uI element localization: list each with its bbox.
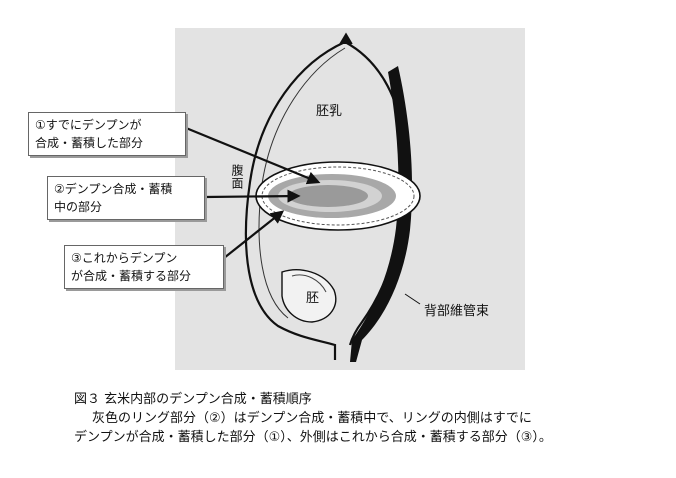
- label-future-line2: が合成・蓄積する部分: [71, 269, 192, 283]
- endosperm-label: 胚乳: [316, 104, 343, 119]
- label-done-line2: 合成・蓄積した部分: [35, 136, 144, 150]
- vascular-leader-line: [404, 293, 421, 305]
- caption-title: 図３ 玄米内部のデンプン合成・蓄積順序: [74, 392, 312, 407]
- embryo-label: 胚: [306, 291, 320, 306]
- embryo-detail: [291, 274, 327, 293]
- figure-caption: 図３ 玄米内部のデンプン合成・蓄積順序 灰色のリング部分（②）はデンプン合成・蓄…: [74, 390, 654, 447]
- label-done-line1: ①すでにデンプンが: [35, 118, 142, 132]
- label-current-line1: ②デンプン合成・蓄積: [54, 182, 173, 196]
- inner-core: [288, 185, 368, 207]
- arrow-future: [223, 210, 285, 259]
- label-future-line1: ③これからデンプン: [71, 251, 178, 265]
- ventral-label: 腹面: [230, 164, 244, 190]
- label-box-current: ②デンプン合成・蓄積 中の部分: [47, 176, 205, 220]
- label-current-line2: 中の部分: [54, 200, 103, 214]
- embryo-shape: [281, 269, 337, 323]
- label-box-future: ③これからデンプン が合成・蓄積する部分: [64, 245, 224, 289]
- dorsal-vascular-label: 背部維管束: [424, 304, 490, 319]
- caption-line-1: 灰色のリング部分（②）はデンプン合成・蓄積中で、リングの内側はすでに: [92, 411, 532, 426]
- arrow-done: [185, 126, 321, 185]
- outer-ellipse-dashed: [261, 166, 415, 226]
- arrow-current: [204, 189, 301, 203]
- grain-tip: [339, 32, 353, 45]
- caption-line-2: デンプンが合成・蓄積した部分（①）、外側はこれから合成・蓄積する部分（③）。: [74, 430, 552, 445]
- label-box-done: ①すでにデンプンが 合成・蓄積した部分: [28, 112, 186, 156]
